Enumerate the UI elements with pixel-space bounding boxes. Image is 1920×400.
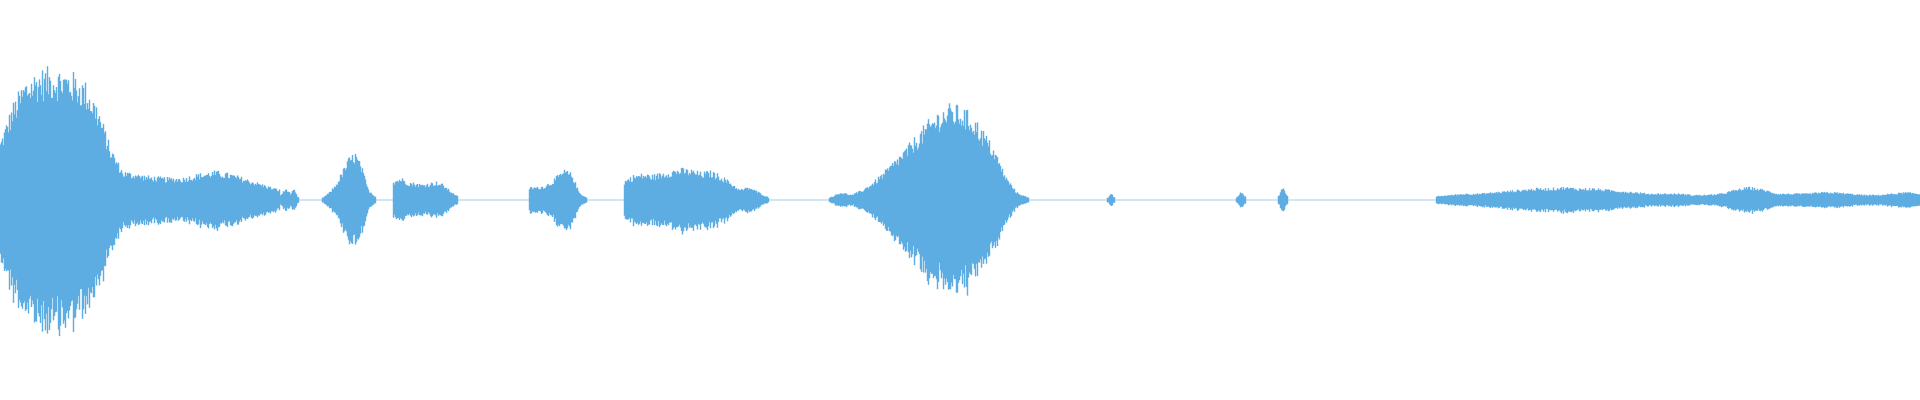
- waveform-segment-big-swell: [828, 103, 1030, 296]
- waveform-segment-swell-1: [321, 153, 377, 245]
- waveform-segment-click-3: [1277, 188, 1289, 212]
- waveform-segment-block-2: [528, 169, 588, 231]
- waveform-segment-tail: [133, 170, 281, 231]
- waveform-segment-block-3: [623, 167, 770, 235]
- waveform-segment-loud-onset: [0, 66, 137, 337]
- waveform-segment-block-1: [392, 178, 459, 221]
- waveform-segment-long-tone: [1435, 186, 1920, 214]
- waveform-segment-click-1: [1106, 194, 1116, 206]
- waveform-segment-click-2: [1235, 192, 1247, 208]
- waveform-segment-blip-1: [277, 189, 300, 211]
